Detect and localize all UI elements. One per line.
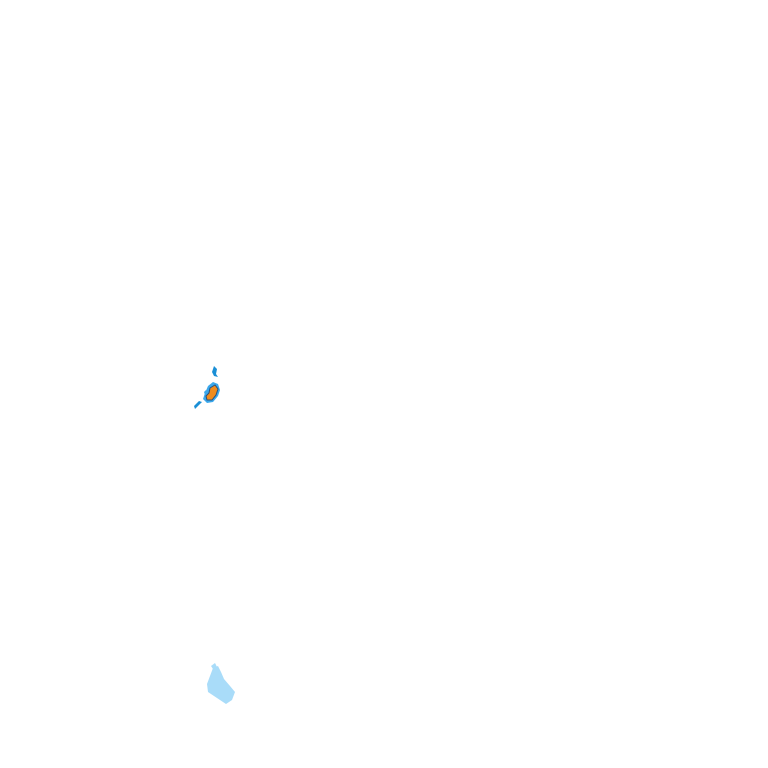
upper-cell-small-fleck [204, 390, 207, 395]
upper-cell-left-tail [194, 401, 202, 409]
lower-cell-nub [211, 663, 217, 669]
upper-cell-cluster [194, 366, 220, 409]
upper-cell-core-orange [205, 384, 219, 401]
lower-cell-main [207, 666, 235, 704]
upper-cell-top-streak [212, 366, 218, 377]
lower-cell-cluster [207, 663, 235, 704]
